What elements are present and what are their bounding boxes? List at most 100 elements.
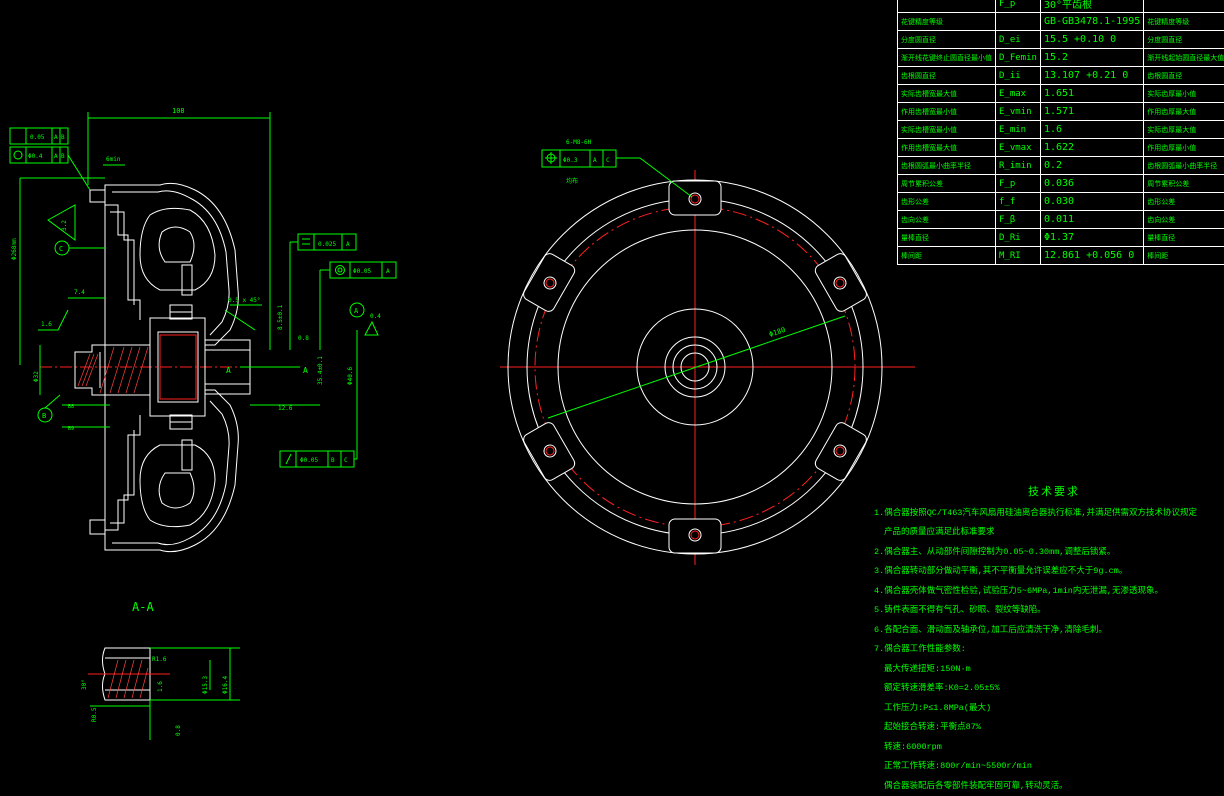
aa-dim-30: 30° — [81, 679, 88, 690]
param-cell: 13.107 +0.21 0 — [1040, 67, 1143, 85]
tol-concentric-datum: A — [386, 268, 390, 275]
dim-overall-length: 108 — [172, 107, 185, 115]
param-cell — [898, 0, 996, 13]
section-aa-title: A-A — [132, 600, 154, 614]
section-cut-label-1: A — [226, 366, 231, 375]
bolt-boss-top-right — [813, 251, 868, 313]
tol-frame-2-datum-b: B — [61, 153, 65, 160]
tol-flatness-value: 0.025 — [318, 241, 336, 248]
tech-req-line: 偶合器装配后各零部件装配牢固可靠,转动灵活。 — [874, 777, 1224, 796]
tol-runout-datum-c: C — [344, 457, 348, 464]
tol-runout-value: Φ0.05 — [300, 457, 318, 464]
dim-shaft-diameter: Φ32 — [33, 371, 40, 382]
param-cell: 30°平齿根 — [1040, 0, 1143, 13]
param-cell: M_RI — [996, 247, 1041, 265]
param-cell: 齿根圆直径 — [898, 67, 996, 85]
param-cell: 1.571 — [1040, 103, 1143, 121]
param-cell: R_imin — [996, 157, 1041, 175]
param-cell: 1.651 — [1040, 85, 1143, 103]
param-cell: 棒间距 — [1144, 247, 1224, 265]
param-cell: E_vmax — [996, 139, 1041, 157]
tech-req-line: 5.铸件表面不得有气孔、砂眼、裂纹等缺陷。 — [874, 601, 1224, 621]
param-cell: 周节累积公差 — [1144, 175, 1224, 193]
param-cell: 齿向公差 — [898, 211, 996, 229]
tol-runout-datum-b: B — [331, 457, 335, 464]
dim-12-6: 12.6 — [278, 405, 293, 412]
datum-c-label: C — [59, 245, 63, 253]
param-cell: 渐开线花键终止圆直径最小值 — [898, 49, 996, 67]
aa-dim-d2: Φ16.4 — [222, 676, 229, 694]
technical-requirements-title: 技术要求 — [874, 484, 1224, 504]
datum-a-label: A — [354, 307, 359, 315]
param-cell: 0.036 — [1040, 175, 1143, 193]
label-b8: B8 — [68, 404, 74, 410]
tech-req-line: 3.偶合器转动部分做动平衡,其不平衡量允许误差应不大于9g.cm。 — [874, 562, 1224, 582]
param-cell: 齿形公差 — [1144, 193, 1224, 211]
param-cell: 花键精度等级 — [898, 13, 996, 31]
aa-dim-r1-6: R1.6 — [152, 656, 167, 663]
param-cell: 实际齿厚最大值 — [1144, 121, 1224, 139]
param-cell: 作用齿厚最小值 — [1144, 139, 1224, 157]
tol-concentric-value: Φ0.05 — [353, 268, 371, 275]
param-cell: 0.2 — [1040, 157, 1143, 175]
technical-requirements: 技术要求 1.偶合器按照QC/T463汽车风扇用硅油离合器执行标准,并满足供需双… — [874, 484, 1224, 796]
tech-req-line: 4.偶合器壳体做气密性检验,试验压力5~6MPa,1min内无泄漏,无渗透现象。 — [874, 582, 1224, 602]
tol-frame-1-datum-b: B — [61, 134, 65, 141]
param-cell: E_min — [996, 121, 1041, 139]
tech-req-line: 最大传递扭矩:150N·m — [874, 660, 1224, 680]
param-cell: 0.030 — [1040, 193, 1143, 211]
param-cell: F_p — [996, 175, 1041, 193]
param-cell: 实际齿厚最小值 — [1144, 85, 1224, 103]
param-cell: F_p — [996, 0, 1041, 13]
param-cell: D_Ri — [996, 229, 1041, 247]
tol-frame-1-datum-a: A — [54, 134, 58, 141]
front-note-uniform: 均布 — [566, 177, 578, 185]
param-cell: E_vmin — [996, 103, 1041, 121]
bolt-boss-bottom — [669, 519, 721, 553]
param-cell: 花键精度等级 — [1144, 13, 1224, 31]
roughness-1-6: 1.6 — [41, 321, 52, 328]
datum-b-label: B — [42, 412, 46, 420]
tech-req-line: 7.偶合器工作性能参数: — [874, 640, 1224, 660]
tol-frame-2-value: Φ0.4 — [28, 153, 43, 160]
param-cell: f_f — [996, 193, 1041, 211]
section-view-left: 108 6min 0.05 A B Φ0.4 A B Φ268mm 3.2 C — [10, 107, 396, 552]
chamfer-note: 0.5 x 45° — [228, 297, 261, 304]
section-view-aa: A-A R1.6 1.6 Φ15.3 Φ16.4 30° R0.5 0.8 — [81, 600, 240, 740]
tech-req-line: 正常工作转速:800r/min~5500r/min — [874, 757, 1224, 777]
param-cell: 棒间距 — [898, 247, 996, 265]
param-cell: E_max — [996, 85, 1041, 103]
front-tol-datum-a: A — [593, 157, 597, 164]
param-cell: 量棒直径 — [898, 229, 996, 247]
param-cell: 作用齿槽宽最大值 — [898, 139, 996, 157]
tech-req-line: 1.偶合器按照QC/T463汽车风扇用硅油离合器执行标准,并满足供需双方技术协议… — [874, 504, 1224, 524]
roughness-0-4: 0.4 — [370, 313, 381, 320]
param-cell: 实际齿槽宽最小值 — [898, 121, 996, 139]
dim-40-6: Φ40.6 — [347, 367, 354, 385]
tol-flatness-datum: A — [346, 241, 350, 248]
tech-req-line: 6.各配合面、滑动面及轴承位,加工后应清洗干净,清除毛刺。 — [874, 621, 1224, 641]
tech-req-line: 工作压力:P≤1.8MPa(最大) — [874, 699, 1224, 719]
tech-req-line: 产品的质量应满足此标准要求 — [874, 523, 1224, 543]
param-cell: 分度圆直径 — [1144, 31, 1224, 49]
param-cell: 周节累积公差 — [898, 175, 996, 193]
dim-6min: 6min — [106, 156, 121, 163]
bolt-boss-bottom-left — [521, 420, 576, 482]
tech-req-line: 转速:6000rpm — [874, 738, 1224, 758]
dimension-annotations: 108 6min 0.05 A B Φ0.4 A B Φ268mm 3.2 C — [10, 107, 396, 467]
param-cell: 量棒直径 — [1144, 229, 1224, 247]
param-cell: 作用齿槽宽最小值 — [898, 103, 996, 121]
tech-req-line: 起始接合转速:平衡点87% — [874, 718, 1224, 738]
